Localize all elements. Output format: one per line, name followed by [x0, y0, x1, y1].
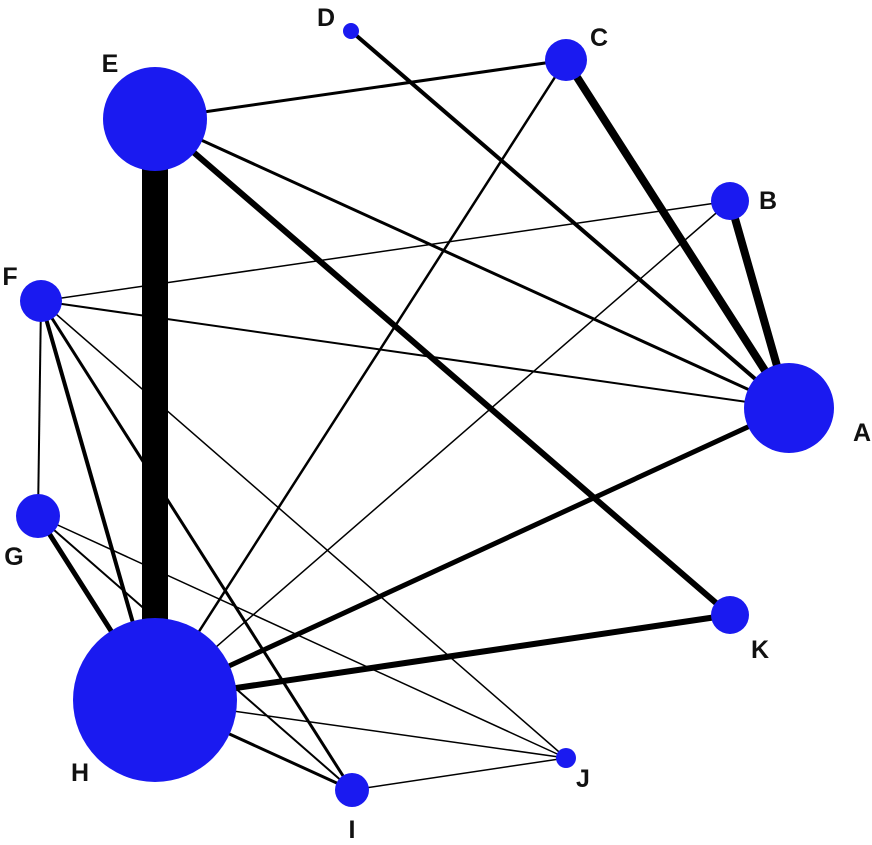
- edges-layer: [35, 29, 793, 792]
- node-h: [73, 618, 237, 782]
- edge-f-j: [40, 300, 567, 759]
- edge-e-c: [154, 58, 567, 121]
- edge-h-b: [154, 200, 731, 701]
- nodes-layer: [16, 23, 834, 807]
- node-label-j: J: [576, 765, 590, 793]
- edge-h-k: [154, 612, 731, 703]
- node-label-k: K: [751, 636, 769, 664]
- edge-h-c: [153, 59, 568, 701]
- node-label-c: C: [590, 24, 608, 52]
- node-label-d: D: [317, 4, 335, 32]
- node-k: [711, 596, 749, 634]
- node-label-a: A: [853, 419, 871, 447]
- edge-i-j: [351, 757, 567, 791]
- node-e: [103, 67, 207, 171]
- node-label-f: F: [2, 263, 17, 291]
- edge-f-a: [40, 300, 790, 409]
- node-c: [545, 39, 587, 81]
- node-f: [20, 280, 62, 322]
- edge-f-i: [39, 300, 354, 791]
- edge-c-a: [562, 57, 793, 411]
- edge-f-b: [40, 200, 731, 302]
- node-label-i: I: [349, 816, 356, 844]
- node-label-b: B: [759, 187, 777, 215]
- edge-h-a: [153, 405, 791, 703]
- edge-e-a: [154, 117, 790, 410]
- edge-d-a: [349, 29, 791, 410]
- node-i: [335, 773, 369, 807]
- node-label-g: G: [4, 543, 23, 571]
- node-g: [16, 494, 60, 538]
- node-label-h: H: [71, 759, 89, 787]
- node-label-e: E: [102, 50, 119, 78]
- node-j: [556, 748, 576, 768]
- node-a: [744, 363, 834, 453]
- node-b: [711, 182, 749, 220]
- edge-e-k: [153, 116, 732, 618]
- edge-g-j: [37, 515, 567, 759]
- edge-f-g: [37, 300, 42, 517]
- node-d: [343, 23, 359, 39]
- labels-layer: A B C D E F G H I J K: [2, 4, 871, 844]
